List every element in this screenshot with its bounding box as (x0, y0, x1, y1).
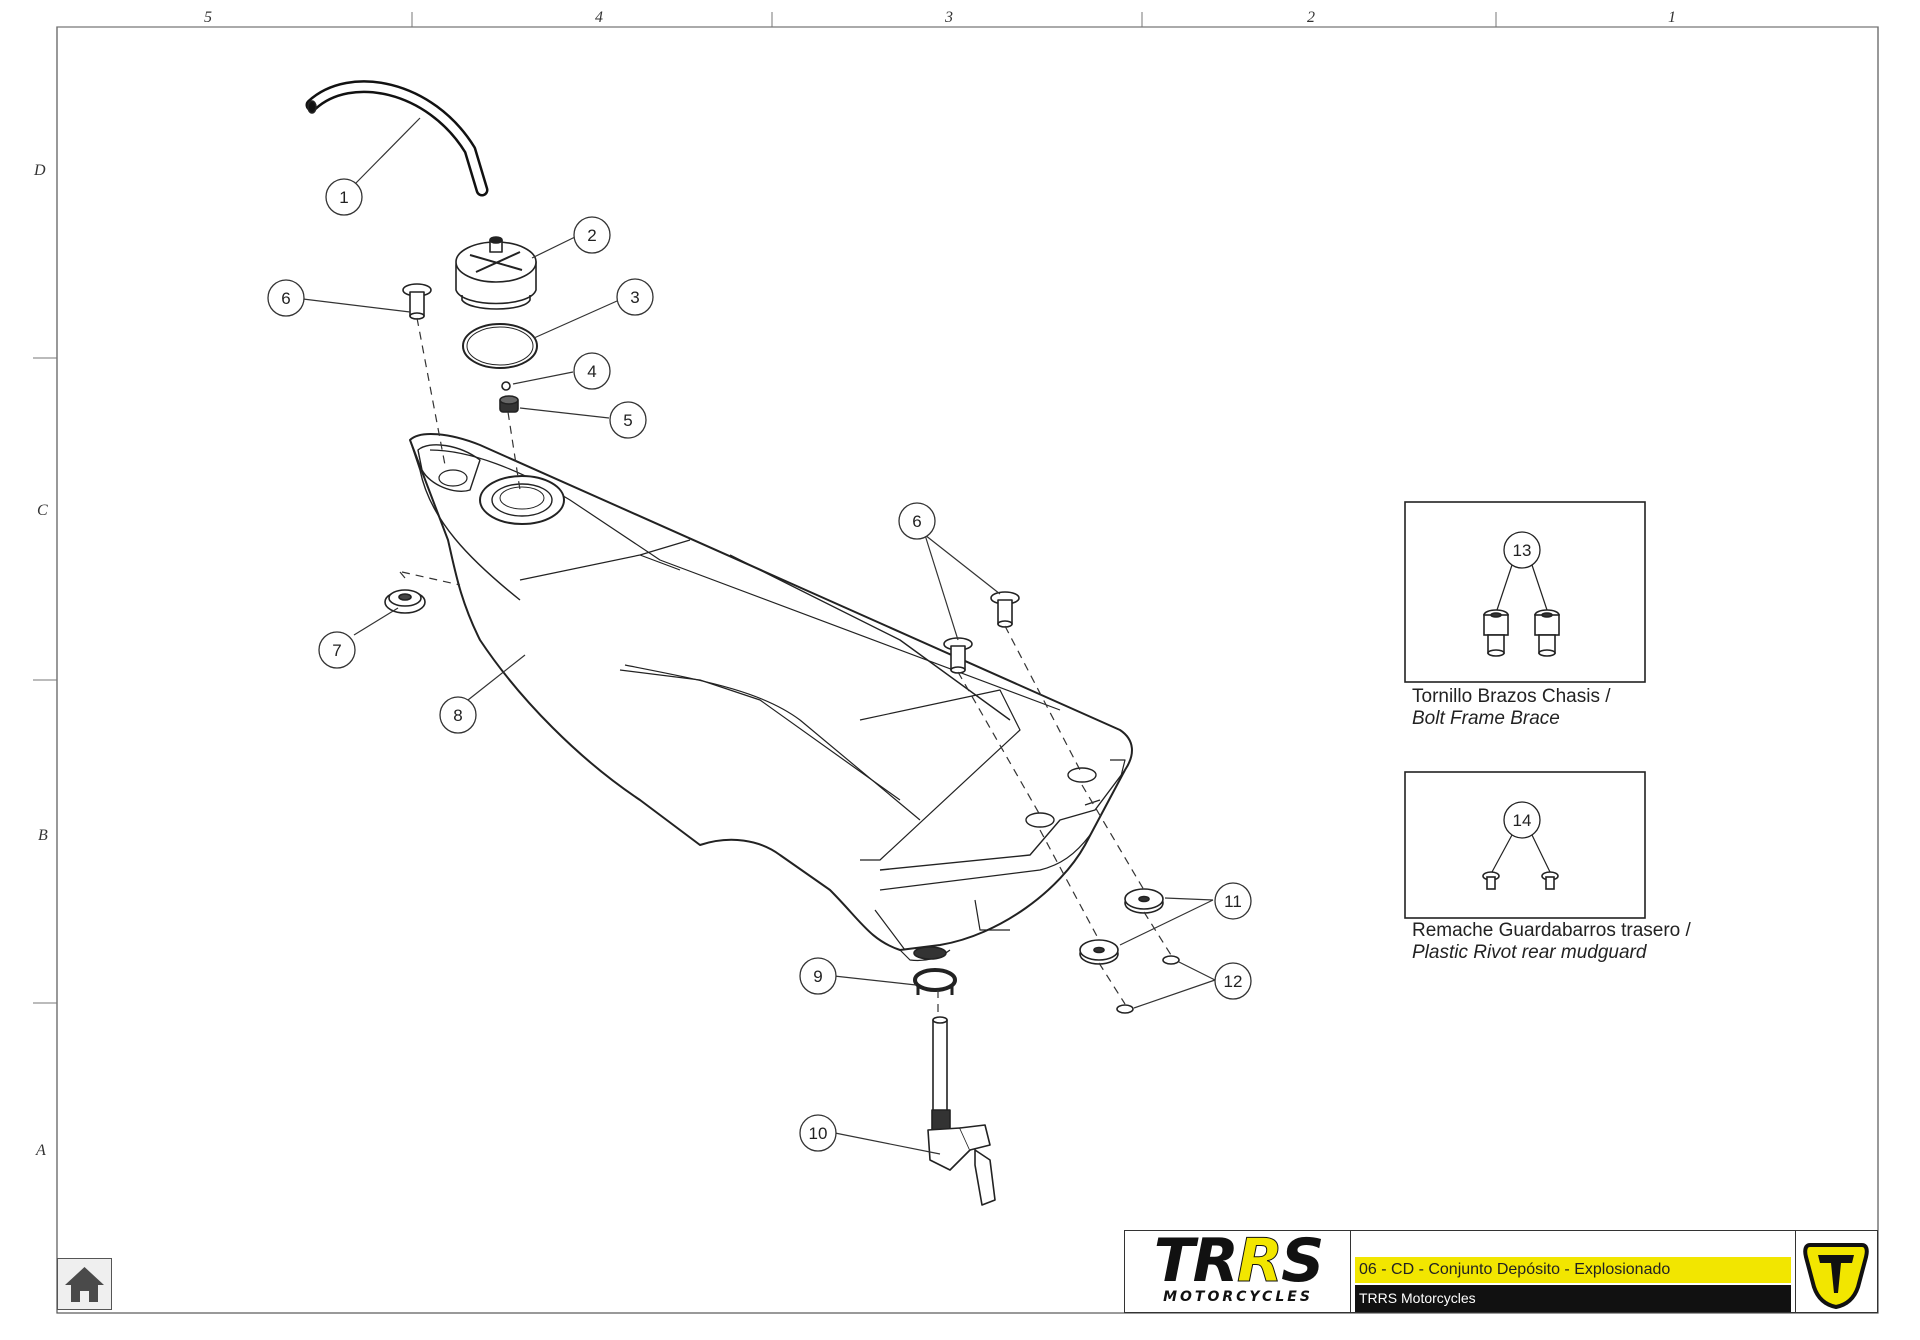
logo-subtext: MOTORCYCLES (1163, 1289, 1313, 1305)
detail-box-bolt (1404, 501, 1646, 683)
callout-number: 7 (332, 641, 341, 660)
plastic-rivet-left (1482, 871, 1500, 890)
tank-body (409, 433, 1133, 962)
bolt-caption-es: Tornillo Brazos Chasis / (1412, 686, 1611, 707)
detail-box-rivet (1404, 771, 1646, 919)
breather-hose (305, 80, 489, 197)
fuel-cap (455, 236, 537, 310)
callout-number: 2 (587, 226, 596, 245)
brand-logo: TRRS MOTORCYCLES (1125, 1231, 1351, 1312)
row-label: C (37, 502, 48, 519)
callout-number: 10 (809, 1124, 828, 1143)
callout-number: 5 (623, 411, 632, 430)
home-icon (65, 1267, 104, 1302)
home-button[interactable] (57, 1258, 112, 1310)
rubber-washers (1079, 888, 1164, 965)
callout-number: 9 (813, 967, 822, 986)
callout-number: 1 (339, 188, 348, 207)
drawing-title: 06 - CD - Conjunto Depósito - Explosiona… (1355, 1257, 1791, 1283)
callout-number: 4 (587, 362, 596, 381)
valve-insert (499, 395, 519, 413)
row-label: D (33, 162, 46, 179)
title-block: TRRS MOTORCYCLES 06 - CD - Conjunto Depó… (1124, 1230, 1878, 1313)
mounting-bolt (402, 283, 432, 320)
callout-number: 6 (281, 289, 290, 308)
column-label: 4 (595, 9, 603, 26)
rivet-caption: Remache Guardabarros trasero / Plastic R… (1412, 920, 1691, 964)
alignment-lines (399, 317, 1172, 1016)
rubber-grommet (384, 589, 426, 614)
mounting-bolt-pair (943, 591, 1020, 674)
check-ball (501, 381, 511, 391)
row-label: B (38, 827, 48, 844)
fuel-tank-drawing (267, 80, 1252, 1206)
socket-bolt-right (1534, 609, 1560, 657)
hose-clamp (913, 968, 957, 995)
callout-number: 6 (912, 512, 921, 531)
column-label: 5 (204, 9, 212, 26)
small-o-ring (1116, 1004, 1134, 1014)
drawing-subtitle: TRRS Motorcycles (1355, 1285, 1791, 1312)
logo-wordmark: TRRS (1153, 1226, 1325, 1296)
bolt-caption: Tornillo Brazos Chasis / Bolt Frame Brac… (1412, 686, 1611, 730)
column-label: 1 (1668, 9, 1676, 26)
callout-number: 13 (1513, 541, 1532, 560)
column-ticks (57, 12, 1878, 28)
rivet-caption-en: Plastic Rivot rear mudguard (1412, 942, 1647, 963)
rivet-caption-es: Remache Guardabarros trasero / (1412, 920, 1691, 941)
small-o-ring (1162, 955, 1180, 965)
callout-bubbles (267, 178, 1252, 1152)
socket-bolt-left (1483, 609, 1509, 657)
plastic-rivet-right (1541, 871, 1559, 890)
bolt-caption-en: Bolt Frame Brace (1412, 708, 1560, 729)
callout-number: 14 (1513, 811, 1532, 830)
leader-lines (302, 117, 1216, 1155)
row-ticks (33, 357, 57, 1004)
callout-number: 3 (630, 288, 639, 307)
o-ring (462, 323, 538, 369)
column-label: 3 (944, 9, 953, 26)
fuel-tap (927, 1016, 996, 1206)
column-label: 2 (1307, 9, 1315, 26)
callout-number: 8 (453, 706, 462, 725)
callout-number: 12 (1224, 972, 1243, 991)
callout-number: 11 (1224, 892, 1242, 911)
row-label: A (35, 1142, 46, 1159)
brand-emblem-icon (1795, 1231, 1877, 1312)
